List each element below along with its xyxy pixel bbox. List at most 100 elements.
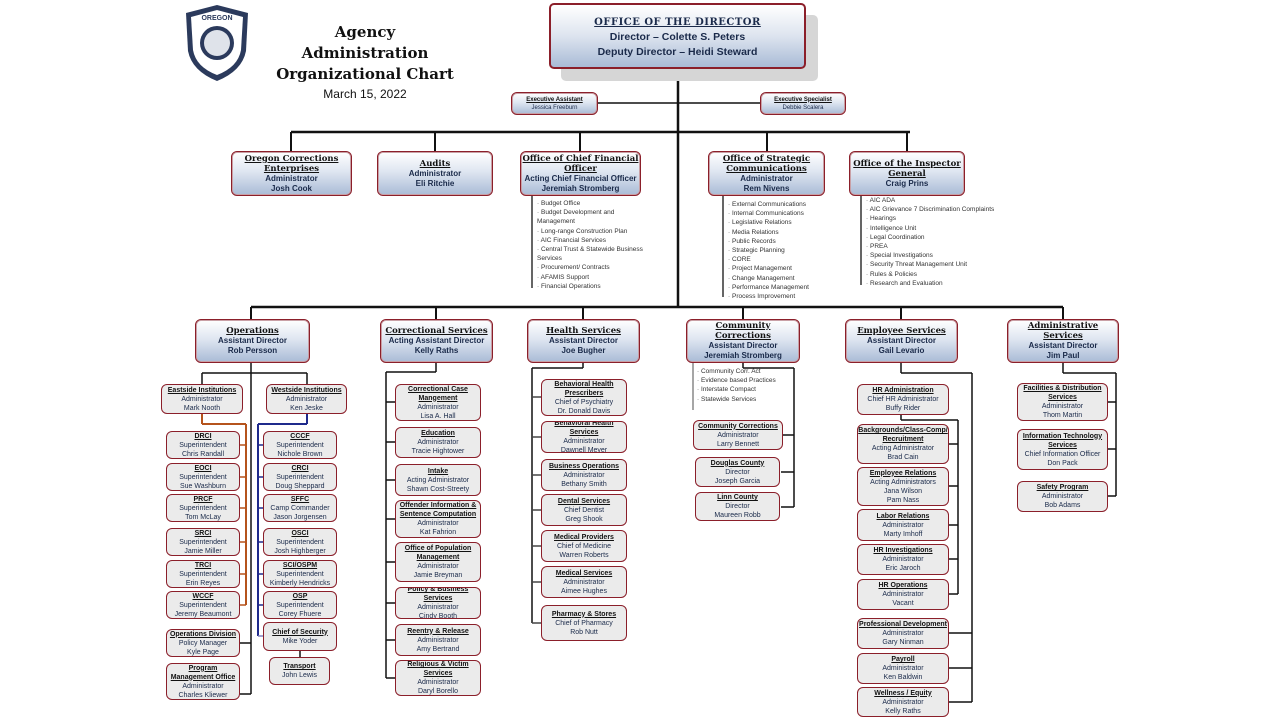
box-person-name: Kat Fahrion <box>419 529 457 536</box>
box-person-name: Rob Nutt <box>570 628 598 636</box>
box-role: Administrator <box>417 636 459 644</box>
box-title: Business Operations <box>548 462 620 470</box>
box-title: Office of the Inspector General <box>853 158 961 179</box>
box-person-name: Marty Imhoff <box>883 530 923 538</box>
box-role: Administrator <box>882 556 924 563</box>
box-person-name: Jason Jorgensen <box>273 513 327 521</box>
box-role: Director <box>725 468 750 476</box>
box-role: Assistant Director <box>218 336 287 345</box>
box-person-name: Kyle Page <box>187 648 219 656</box>
box-role: Chief of Psychiatry <box>554 398 614 406</box>
box-person-name: Don Pack <box>1047 459 1078 467</box>
box-role: Administrator <box>181 395 223 403</box>
box-person-name: Shawn Cost-Streety <box>406 485 470 493</box>
office-of-the-director-box: OFFICE OF THE DIRECTOR Director – Colett… <box>549 3 806 69</box>
box-title: SCI/OSPM <box>282 561 318 569</box>
box-role: Assistant Director <box>867 336 936 345</box>
box-person-name: Brad Cain <box>887 454 919 461</box>
box-title: Medical Providers <box>554 533 614 541</box>
box-role: Acting Administrator <box>406 476 470 484</box>
box-person-name: Ken Jeske <box>290 404 323 412</box>
function-item: Process Improvement <box>728 292 838 301</box>
box-title: CRCI <box>291 464 309 472</box>
box-person-name: Sue Washburn <box>179 482 227 490</box>
box-role: Assistant Director <box>549 336 618 345</box>
oisc-box: Offender Information & Sentence Computat… <box>395 500 481 538</box>
box-person-name: Craig Prins <box>885 178 929 188</box>
function-item: Performance Management <box>728 283 838 292</box>
function-item: Legal Coordination <box>866 233 1026 242</box>
box-person-name: Charles Kliewer <box>178 691 228 699</box>
box-role: Superintendent <box>179 601 227 609</box>
box-person-name: Greg Shook <box>565 515 603 523</box>
box-title: Audits <box>419 158 451 169</box>
box-person-name: Larry Bennett <box>716 440 760 448</box>
deputy-director-line: Deputy Director – Heidi Steward <box>597 46 758 58</box>
box-person-name: Vacant <box>892 600 914 607</box>
function-item: Media Relations <box>728 228 838 237</box>
box-role: Administrator <box>882 665 924 672</box>
title-line-2: Organizational Chart <box>276 65 454 83</box>
box-person-name: Nichole Brown <box>277 450 323 458</box>
box-person-name: Pam Nass <box>886 496 920 504</box>
box-role: Administrator <box>882 698 924 706</box>
box-title: CCCF <box>290 432 310 440</box>
box-role: Administrator <box>417 563 459 570</box>
director-line: Director – Colette S. Peters <box>609 31 746 43</box>
box-person-name: Eli Ritchie <box>415 178 455 188</box>
box-title: Dental Services <box>557 497 611 505</box>
box-role: Acting Administrator <box>871 445 935 452</box>
box-title: TRCI <box>194 561 212 569</box>
box-role: Director <box>725 503 750 510</box>
box-title: SFFC <box>290 495 310 503</box>
box-title: Program Management Office <box>170 664 236 681</box>
box-title: Community Corrections <box>698 422 778 430</box>
function-item: Internal Communications <box>728 209 838 218</box>
box-title: Westside Institutions <box>271 386 342 394</box>
function-item: Rules & Policies <box>866 270 1026 279</box>
box-title: Douglas County <box>710 459 765 467</box>
box-person-name: Jim Paul <box>1046 351 1080 360</box>
box-title: Office of Population Management <box>404 545 472 561</box>
function-item: Long-range Construction Plan <box>537 227 647 236</box>
box-role: Chief Dentist <box>563 506 605 514</box>
box-role: Administrator <box>417 439 459 446</box>
box-title: Education <box>421 430 455 437</box>
title-line-1: Agency Administration <box>301 23 429 62</box>
box-role: Camp Commander <box>270 504 330 512</box>
box-person-name: Mike Yoder <box>282 637 318 645</box>
function-item: Special Investigations <box>866 251 1026 260</box>
box-title: Operations <box>226 326 279 336</box>
box-role: Superintendent <box>179 538 227 546</box>
function-item: Intelligence Unit <box>866 224 1026 233</box>
box-role: Administrator <box>1041 493 1084 500</box>
box-title: Eastside Institutions <box>167 386 237 394</box>
box-person-name: Debbie Scalera <box>782 104 824 111</box>
box-title: Operations Division <box>169 630 237 638</box>
box-person-name: Warren Roberts <box>559 551 609 559</box>
